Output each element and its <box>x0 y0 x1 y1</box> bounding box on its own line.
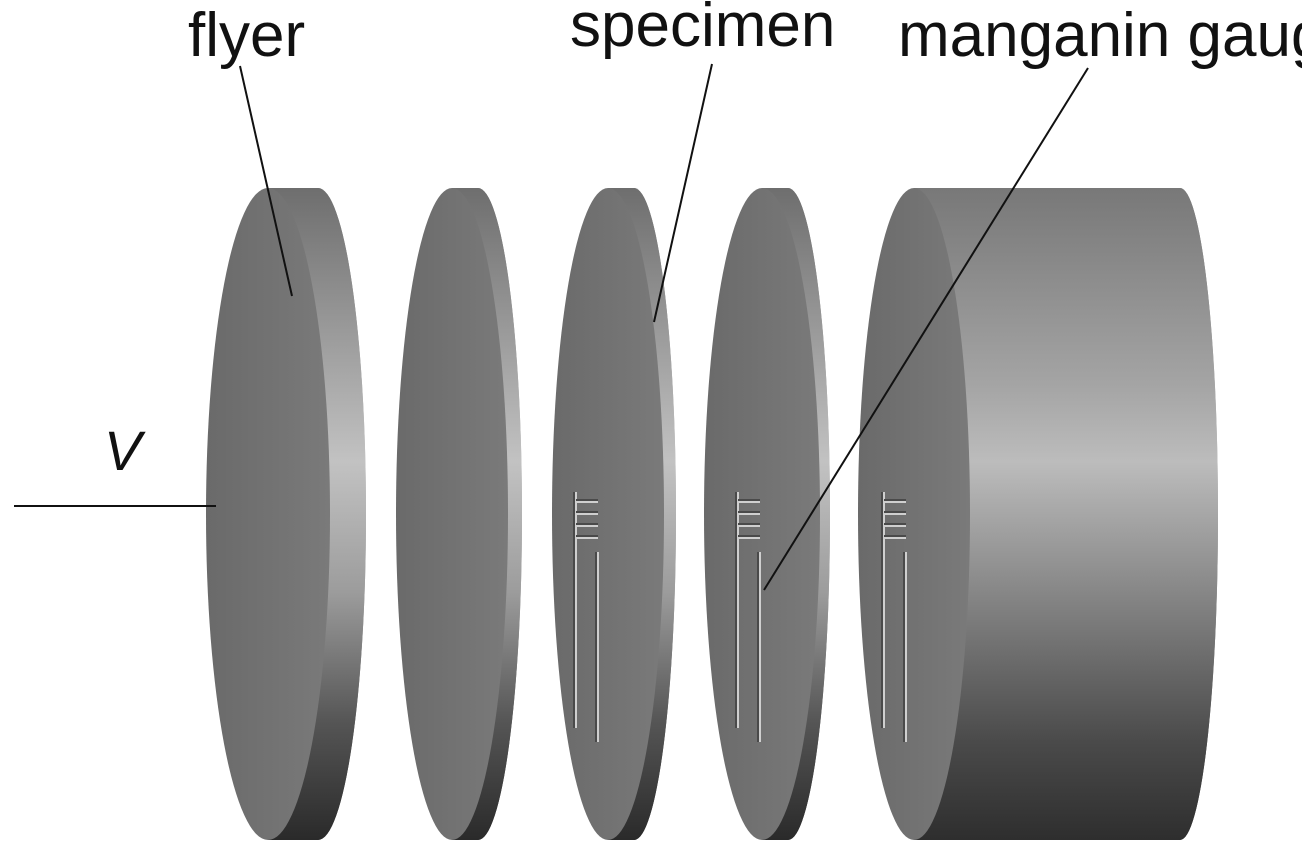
gauge-disk <box>704 188 830 840</box>
gauge-leader-line <box>763 67 1089 591</box>
buffer-disk <box>396 188 522 840</box>
flyer-leader-line <box>239 65 293 297</box>
manganin-gauge-element-1 <box>573 492 599 742</box>
flyer-disk <box>206 188 366 840</box>
velocity-label: V <box>104 419 146 482</box>
manganin-gauge-element-2 <box>735 492 761 742</box>
manganin-gauge-element-3 <box>881 492 907 742</box>
flyer-label: flyer <box>188 1 305 70</box>
specimen-leader-line <box>653 63 713 323</box>
specimen-label: specimen <box>570 0 835 60</box>
backing-cylinder <box>858 188 1218 840</box>
manganin-gauge-label: manganin gauge <box>898 1 1302 70</box>
specimen-disk <box>552 188 676 840</box>
